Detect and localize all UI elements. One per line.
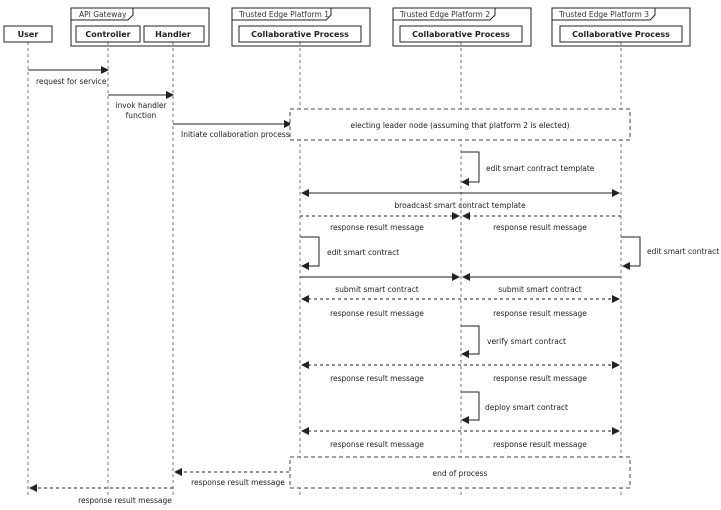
- actor-controller: Controller: [75, 25, 141, 43]
- actor-handler: Handler: [143, 25, 205, 43]
- actor-label-platform-2: Collaborative Process: [412, 30, 510, 39]
- actor-platform-1: Collaborative Process: [238, 25, 362, 43]
- group-label-platform-3: Trusted Edge Platform 3: [558, 10, 649, 19]
- actor-label-platform-1: Collaborative Process: [251, 30, 349, 39]
- frame-end-of-process: [289, 456, 631, 489]
- actor-platform-2: Collaborative Process: [399, 25, 523, 43]
- actor-user: User: [3, 25, 53, 43]
- group-api-gateway: API Gateway: [70, 7, 210, 47]
- arrow-deploy-contract: [461, 391, 480, 424]
- actor-label-user: User: [18, 30, 39, 39]
- group-label-platform-1: Trusted Edge Platform 1: [238, 10, 329, 19]
- label-request-for-service: request for service: [36, 77, 107, 86]
- label-response-1: response result message: [330, 223, 424, 232]
- label-response-2: response result message: [493, 223, 587, 232]
- label-response-7: response result message: [330, 440, 424, 449]
- label-response-user: response result message: [78, 496, 172, 505]
- label-response-3: response result message: [330, 309, 424, 318]
- group-platform-1: Trusted Edge Platform 1: [231, 7, 371, 47]
- label-response-5: response result message: [330, 374, 424, 383]
- label-submit-2: submit smart contract: [498, 285, 582, 294]
- arrow-edit-contract-p1: [300, 236, 320, 270]
- arrow-verify-contract: [461, 325, 480, 358]
- label-response-6: response result message: [493, 374, 587, 383]
- group-label-platform-2: Trusted Edge Platform 2: [399, 10, 490, 19]
- label-response-handler: response result message: [191, 478, 285, 487]
- actor-label-handler: Handler: [155, 30, 191, 39]
- label-edit-contract-p1: edit smart contract: [327, 248, 399, 257]
- label-response-4: response result message: [493, 309, 587, 318]
- group-platform-2: Trusted Edge Platform 2: [392, 7, 532, 47]
- arrow-edit-template: [461, 151, 480, 186]
- label-verify-contract: verify smart contract: [487, 337, 566, 346]
- label-broadcast-template: broadcast smart contract template: [394, 201, 526, 210]
- label-submit-1: submit smart contract: [335, 285, 419, 294]
- frame-electing-leader: [289, 108, 631, 141]
- label-end-of-process: end of process: [433, 469, 488, 478]
- label-edit-template: edit smart contract template: [486, 164, 595, 173]
- label-edit-contract-p3: edit smart contract: [647, 247, 719, 256]
- arrow-edit-contract-p3: [621, 236, 641, 270]
- label-electing-leader: electing leader node (assuming that plat…: [350, 121, 569, 130]
- group-platform-3: Trusted Edge Platform 3: [551, 7, 691, 47]
- actor-label-controller: Controller: [85, 30, 130, 39]
- group-label-api-gateway: API Gateway: [79, 10, 127, 19]
- label-response-8: response result message: [493, 440, 587, 449]
- label-initiate-collaboration: Initiate collaboration process: [181, 130, 290, 139]
- actor-platform-3: Collaborative Process: [559, 25, 683, 43]
- label-deploy-contract: deploy smart contract: [485, 403, 568, 412]
- actor-label-platform-3: Collaborative Process: [572, 30, 670, 39]
